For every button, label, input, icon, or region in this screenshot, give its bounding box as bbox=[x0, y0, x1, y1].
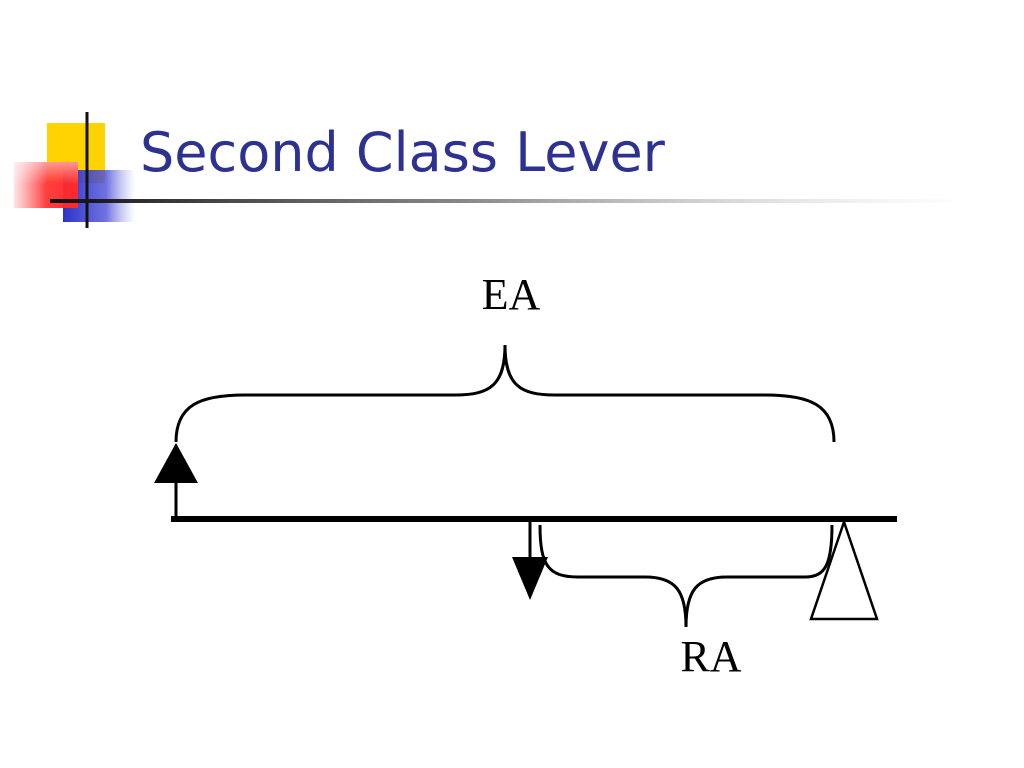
effort-arrow-up-icon bbox=[154, 443, 198, 519]
resistance-arm-label: RA bbox=[680, 632, 741, 681]
effort-arm-brace bbox=[174, 344, 836, 443]
resistance-arrow-down-icon bbox=[512, 519, 548, 600]
fulcrum-triangle-icon bbox=[809, 518, 879, 621]
effort-arm-label: EA bbox=[482, 270, 541, 319]
resistance-arm-brace bbox=[538, 524, 834, 628]
page-title: Second Class Lever bbox=[140, 121, 665, 184]
title-underline bbox=[50, 199, 970, 203]
title-decoration bbox=[14, 112, 970, 228]
